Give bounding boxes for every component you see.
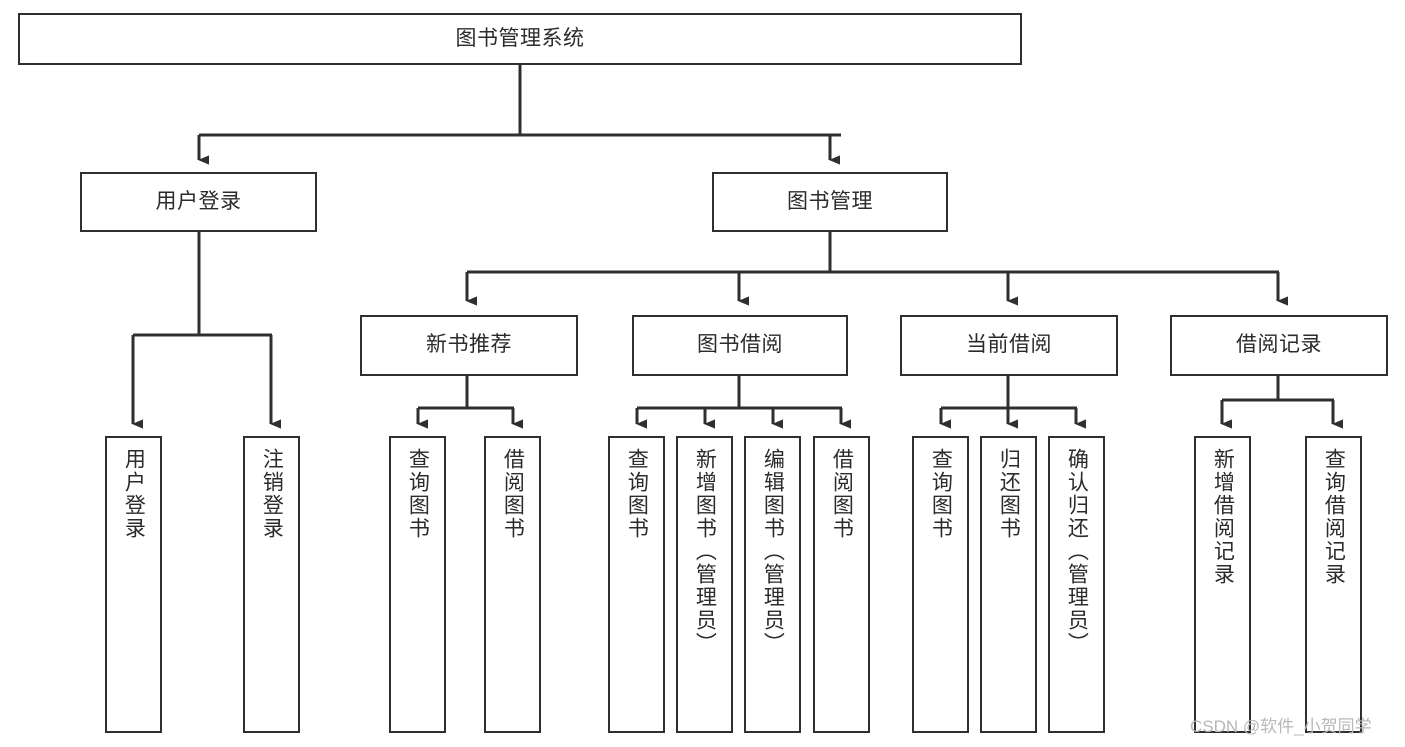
node-leaf-query-book-1[interactable]: 查询图书 [389, 436, 446, 733]
node-user-login-label: 用户登录 [155, 189, 242, 213]
node-leaf-borrow-book-1[interactable]: 借阅图书 [484, 436, 541, 733]
node-leaf-user-logout-label: 注销登录 [260, 448, 284, 540]
node-leaf-add-book-label: 新增图书（管理员） [693, 448, 717, 655]
node-leaf-query-book-3[interactable]: 查询图书 [912, 436, 969, 733]
node-borrow-record-label: 借阅记录 [1236, 333, 1322, 357]
node-leaf-borrow-book-2-label: 借阅图书 [830, 448, 854, 540]
node-leaf-query-record-label: 查询借阅记录 [1322, 448, 1346, 586]
node-leaf-query-record[interactable]: 查询借阅记录 [1305, 436, 1362, 733]
node-leaf-edit-book[interactable]: 编辑图书（管理员） [744, 436, 801, 733]
node-leaf-user-logout[interactable]: 注销登录 [243, 436, 300, 733]
node-leaf-borrow-book-1-label: 借阅图书 [501, 448, 525, 540]
node-leaf-return-book[interactable]: 归还图书 [980, 436, 1037, 733]
node-leaf-add-book[interactable]: 新增图书（管理员） [676, 436, 733, 733]
node-root[interactable]: 图书管理系统 [18, 13, 1022, 65]
node-leaf-user-login[interactable]: 用户登录 [105, 436, 162, 733]
node-leaf-confirm-return[interactable]: 确认归还（管理员） [1048, 436, 1105, 733]
node-book-management-label: 图书管理 [787, 189, 873, 213]
node-leaf-edit-book-label: 编辑图书（管理员） [761, 448, 785, 655]
node-book-management[interactable]: 图书管理 [712, 172, 948, 232]
node-current-borrow[interactable]: 当前借阅 [900, 315, 1118, 376]
node-leaf-query-book-1-label: 查询图书 [406, 448, 430, 540]
node-leaf-user-login-label: 用户登录 [122, 448, 146, 540]
node-leaf-query-book-2[interactable]: 查询图书 [608, 436, 665, 733]
node-book-borrow[interactable]: 图书借阅 [632, 315, 848, 376]
node-user-login[interactable]: 用户登录 [80, 172, 317, 232]
node-leaf-confirm-return-label: 确认归还（管理员） [1065, 448, 1089, 655]
node-leaf-borrow-book-2[interactable]: 借阅图书 [813, 436, 870, 733]
node-current-borrow-label: 当前借阅 [966, 333, 1052, 357]
node-book-borrow-label: 图书借阅 [697, 333, 783, 357]
node-leaf-query-book-3-label: 查询图书 [929, 448, 953, 540]
node-new-book-recommend-label: 新书推荐 [426, 333, 512, 357]
node-borrow-record[interactable]: 借阅记录 [1170, 315, 1388, 376]
node-leaf-add-record[interactable]: 新增借阅记录 [1194, 436, 1251, 733]
node-leaf-query-book-2-label: 查询图书 [625, 448, 649, 540]
watermark-text: CSDN @软件_小贺同学 [1190, 717, 1372, 736]
node-leaf-return-book-label: 归还图书 [997, 448, 1021, 540]
node-root-label: 图书管理系统 [455, 26, 585, 50]
node-new-book-recommend[interactable]: 新书推荐 [360, 315, 578, 376]
node-leaf-add-record-label: 新增借阅记录 [1211, 448, 1235, 586]
